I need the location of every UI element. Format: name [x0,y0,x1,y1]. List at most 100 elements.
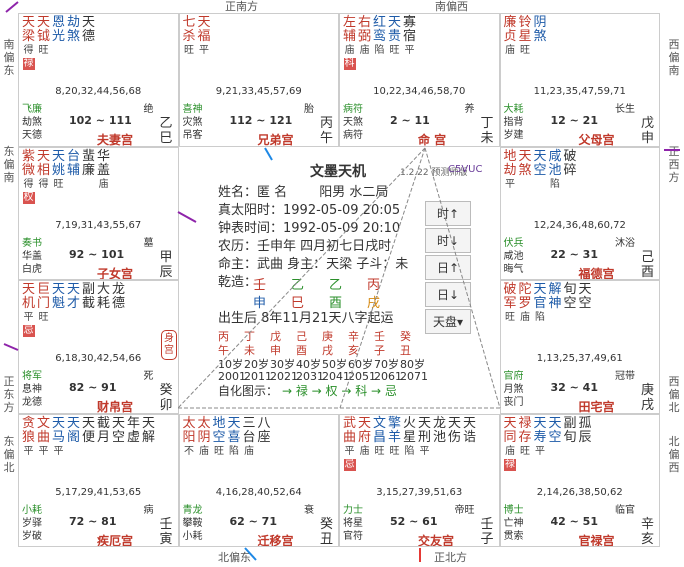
star-char: 杀 [182,29,196,44]
palace-name[interactable]: 福德宫 [578,266,615,280]
day-up-button[interactable]: 日↑ [425,255,471,280]
decade-range: 2 ~ 11 [390,114,430,127]
decade-range: 112 ~ 121 [229,114,293,127]
decade-range: 92 ~ 101 [69,247,125,261]
arrow-xiongdi [264,147,273,161]
star-char: 弼 [357,29,371,44]
solar-time-line: 真太阳时：1992-05-09 20:05 [218,203,401,218]
star: 天空 [111,416,126,458]
star-char: 阁 [66,429,80,445]
star-char: 蜚 [81,148,95,164]
star-char: 机 [21,296,35,311]
palace-name[interactable]: 迁移宫 [257,533,294,547]
star-char: 恩 [51,15,65,30]
star-brightness: 庙 [359,45,370,56]
star-list: 廉贞庙铃星旺阴煞 [503,16,548,57]
palace-name[interactable]: 官禄宫 [578,533,615,547]
star-char: 曲 [36,429,50,445]
star-char: 劫 [503,162,517,178]
star-char: 羊 [387,429,401,445]
sky-chart-button[interactable]: 天盘▾ [425,309,471,334]
dayun-year: 2031 [296,370,324,383]
palace-cell-疾厄宫[interactable]: 贪狼平文曲平天马平天阁 天便 截月 天空 年虚 天解 5,17,29,41,53… [18,413,179,547]
star: 天相得 [36,149,51,204]
minor-star-label: 飞廉 [22,104,42,115]
life-stage-label: 帝旺 [454,504,475,516]
star-char: 副 [81,282,95,297]
minor-star-label: 病符 [343,130,363,141]
star-brightness: 平 [535,445,545,457]
star: 右弼庙 [357,16,372,70]
hour-down-button[interactable]: 时↓ [425,228,471,253]
decade-range: 22 ~ 31 [550,247,599,261]
palace-name[interactable]: 子女宫 [97,266,134,280]
star-char: 月 [96,429,110,445]
earthly-branch: 戌 [640,398,654,413]
star-char: 便 [81,429,95,445]
star-char: 阳 [182,429,196,445]
palace-name[interactable]: 兄弟宫 [257,133,294,147]
earthly-branch: 巳 [159,131,173,146]
star: 禄存旺 [518,416,533,471]
star-char: 破 [503,282,517,297]
star-char: 解 [141,429,155,445]
palace-name[interactable]: 交友宫 [418,533,455,547]
star-char: 诰 [462,429,476,445]
star-char: 池 [432,429,446,445]
star-char: 地 [212,415,226,431]
dayun-age: 70岁 [374,358,399,371]
palace-name[interactable]: 父母宫 [578,133,615,147]
life-stage-label: 绝 [143,104,154,115]
earthly-branch: 未 [480,131,494,146]
star-char: 天 [66,282,80,297]
palace-name[interactable]: 命 宫 [418,133,447,147]
day-down-button[interactable]: 日↓ [425,282,471,307]
minor-star-label: 吊客 [182,130,203,141]
dayun-year: 2021 [270,370,298,383]
palace-name[interactable]: 财帛宫 [97,400,134,414]
star-char: 孤 [578,415,592,431]
dayun-branch: 戌 [322,344,333,357]
decade-range: 102 ~ 111 [69,114,132,127]
star: 副截 [81,283,96,337]
star: 太阳不 [182,416,197,458]
star: 武曲平忌 [342,416,357,471]
dayun-stem: 辛 [348,330,359,343]
star-char: 天 [197,15,211,30]
palace-name[interactable]: 田宅宫 [578,400,615,414]
star-brightness: 庙 [344,45,355,56]
star: 天钺旺 [36,16,51,70]
minor-star-label: 病符 [343,104,363,115]
star: 天煞 [518,149,533,191]
center-info-panel: 文墨天机 1.2.22 预测师版 C5VUC 姓名：匿 名 阳男 水二局 真太阳… [178,148,500,409]
dayun-branch: 子 [374,344,385,357]
star: 天才 [66,283,81,337]
minor-star-label: 力士 [343,504,363,516]
star-brightness: 旺 [389,445,400,457]
palace-name[interactable]: 夫妻宫 [97,133,134,147]
minor-star-label: 咸池 [503,250,524,262]
pillar-branch: 申 [253,296,267,311]
palace-name[interactable]: 疾厄宫 [97,533,134,547]
star-char: 微 [21,162,35,178]
star-brightness: 旺 [53,178,64,190]
arrow-zinv [177,211,197,223]
hour-up-button[interactable]: 时↑ [425,201,471,226]
pillar-stem: 乙 [291,278,305,293]
star-char: 寿 [533,429,547,445]
line-ming-to-wealth [177,147,426,409]
age-list: 11,23,35,47,59,71 [533,86,626,97]
palace-cell-交友宫[interactable]: 武曲平忌天府庙文昌旺擎羊旺火星陷天刑平龙池 天伤 天诰 3,15,27,39,5… [339,413,500,547]
dayun-year: 2001 [218,370,246,383]
minor-star-label: 劫煞 [22,117,42,128]
